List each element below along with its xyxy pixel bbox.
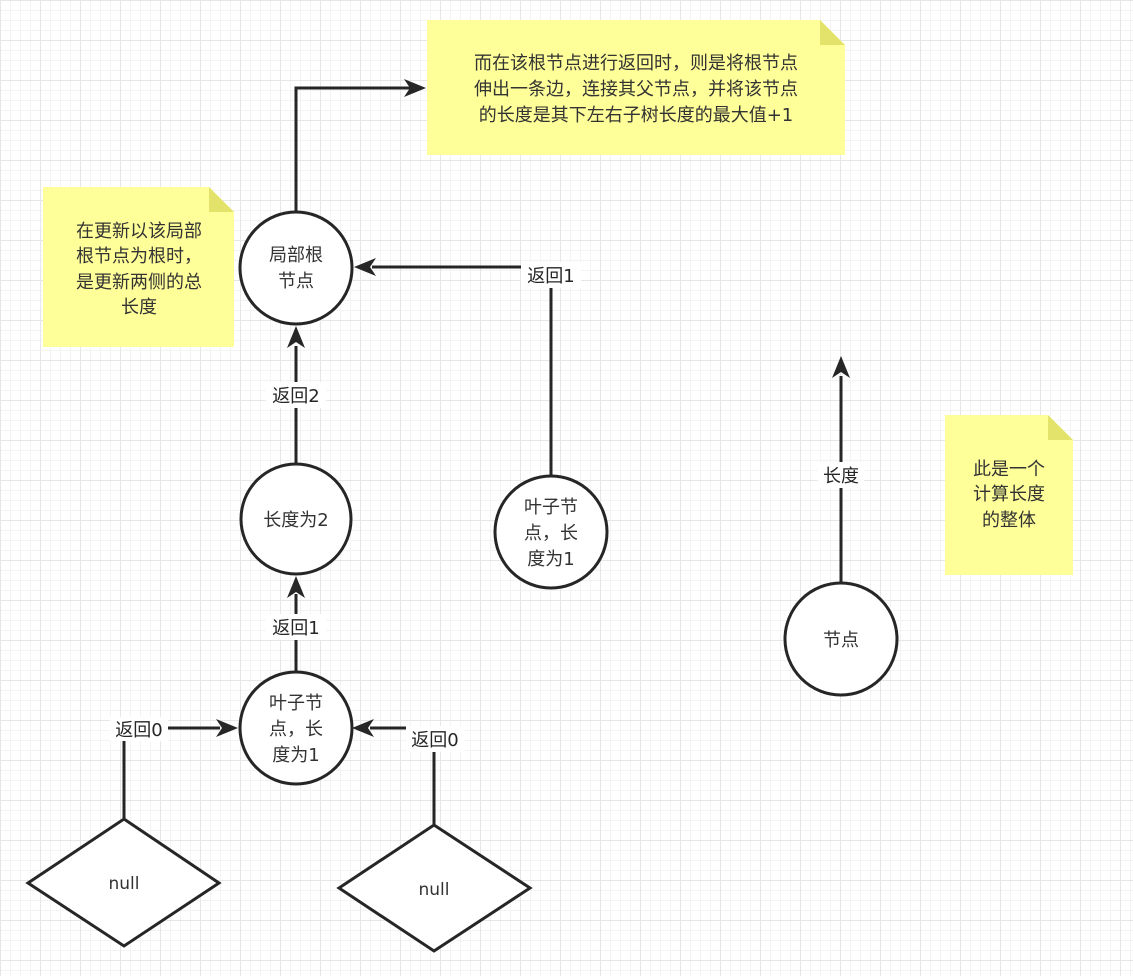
label-return1-right: 返回1 — [521, 262, 581, 288]
note-right[interactable]: 此是一个 计算长度 的整体 — [945, 415, 1073, 575]
label-return2-text: 返回2 — [272, 386, 319, 407]
note-right-line-3: 的整体 — [982, 510, 1036, 531]
node-null-right[interactable]: null — [336, 823, 533, 953]
note-top-line-3: 的长度是其下左右子树长度的最大值+1 — [479, 105, 794, 126]
node-local-root-line-2: 节点 — [278, 271, 314, 292]
label-return1-bottom: 返回1 — [266, 614, 326, 640]
label-return0-left-text: 返回0 — [115, 720, 162, 741]
note-right-line-1: 此是一个 — [973, 459, 1045, 480]
node-length-2[interactable]: 长度为2 — [239, 462, 353, 576]
note-left[interactable]: 在更新以该局部 根节点为根时， 是更新两侧的总 长度 — [43, 187, 234, 347]
node-local-root-line-1: 局部根 — [269, 245, 323, 266]
node-leaf-bottom-line-2: 点，长 — [269, 719, 323, 740]
node-leaf-right[interactable]: 叶子节 点，长 度为1 — [493, 474, 609, 590]
node-leaf-right-line-2: 点，长 — [524, 523, 578, 544]
note-left-line-4: 长度 — [121, 297, 157, 318]
label-return0-right: 返回0 — [406, 726, 464, 752]
note-top[interactable]: 而在该根节点进行返回时，则是将根节点 伸出一条边，连接其父节点，并将该节点 的长… — [427, 20, 845, 155]
node-leaf-right-line-1: 叶子节 — [524, 497, 578, 518]
label-return0-right-text: 返回0 — [411, 730, 458, 751]
node-local-root[interactable]: 局部根 节点 — [238, 210, 354, 326]
node-leaf-bottom-line-1: 叶子节 — [269, 693, 323, 714]
node-leaf-bottom-line-3: 度为1 — [272, 745, 319, 766]
label-return0-left: 返回0 — [110, 717, 168, 741]
node-null-left[interactable]: null — [25, 817, 222, 948]
label-return1-bottom-text: 返回1 — [272, 618, 319, 639]
note-right-line-2: 计算长度 — [973, 484, 1045, 505]
note-top-line-2: 伸出一条边，连接其父节点，并将该节点 — [474, 79, 798, 100]
note-left-line-2: 根节点为根时， — [76, 246, 202, 267]
edge-leaf-right-to-root[interactable] — [354, 258, 553, 476]
node-leaf-bottom[interactable]: 叶子节 点，长 度为1 — [238, 670, 354, 786]
label-length: 长度 — [818, 462, 864, 488]
node-leaf-right-line-3: 度为1 — [527, 549, 574, 570]
label-return2: 返回2 — [266, 382, 326, 408]
node-null-right-text: null — [419, 880, 450, 900]
label-return1-right-text: 返回1 — [527, 266, 574, 287]
node-length-2-text: 长度为2 — [263, 510, 328, 531]
node-generic-text: 节点 — [823, 630, 859, 651]
edge-root-to-note[interactable] — [294, 79, 426, 212]
node-generic[interactable]: 节点 — [783, 581, 899, 697]
node-null-left-text: null — [109, 874, 140, 894]
note-left-line-1: 在更新以该局部 — [76, 221, 202, 242]
note-top-line-1: 而在该根节点进行返回时，则是将根节点 — [474, 53, 798, 74]
note-left-line-3: 是更新两侧的总 — [76, 272, 202, 293]
label-length-text: 长度 — [823, 466, 859, 487]
